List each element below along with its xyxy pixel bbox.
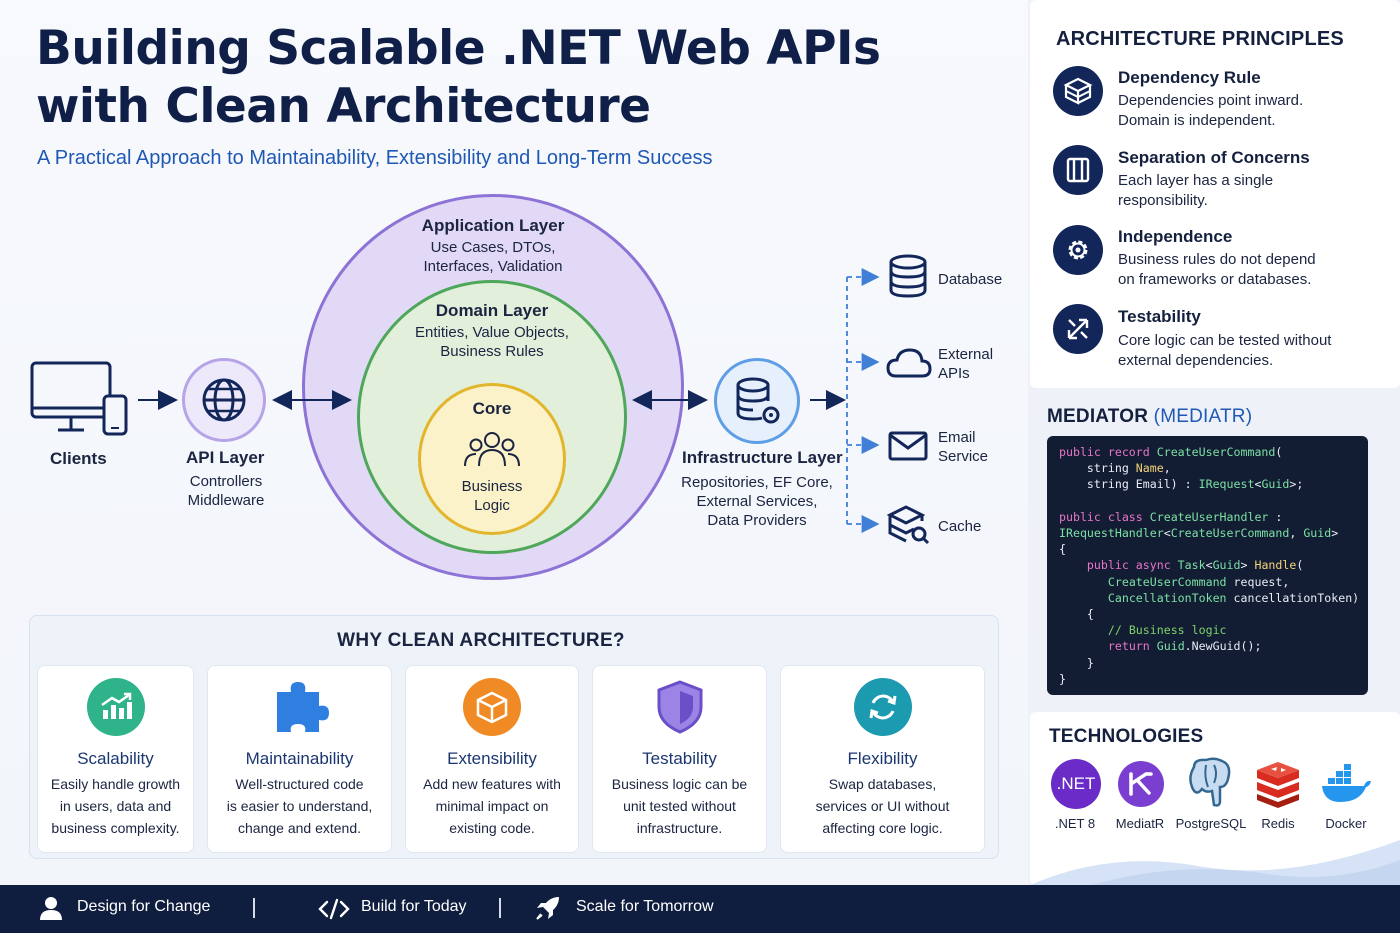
principle-title: Testability <box>1118 307 1201 326</box>
api-layer-title: API Layer <box>186 448 265 467</box>
core-circle <box>418 383 566 535</box>
principle-title: Separation of Concerns <box>1118 148 1310 167</box>
tech-label: PostgreSQL <box>1175 816 1247 831</box>
database-gear-icon <box>736 377 780 424</box>
tech-label: .NET 8 <box>1054 816 1096 831</box>
devices-icon <box>30 361 128 436</box>
envelope-icon <box>888 431 928 461</box>
domain-layer-text: Domain Layer Entities, Value Objects, Bu… <box>415 301 569 360</box>
users-icon <box>464 432 520 467</box>
tech-label: Redis <box>1261 816 1295 831</box>
footer-item-design: Design for Change <box>77 898 211 915</box>
cloud-icon <box>886 348 932 378</box>
arrows-icon <box>1053 304 1103 354</box>
why-title: WHY CLEAN ARCHITECTURE? <box>337 630 625 651</box>
columns-icon <box>1053 145 1103 195</box>
infrastructure-layer-title: Infrastructure Layer <box>682 448 843 467</box>
cache-label: Cache <box>938 518 982 535</box>
person-icon <box>40 897 62 920</box>
puzzle-icon <box>271 678 329 736</box>
cache-icon <box>886 505 930 545</box>
application-layer-text: Application Layer Use Cases, DTOs, Inter… <box>421 216 565 275</box>
tech-label: MediatR <box>1115 816 1165 831</box>
footer-separator <box>499 898 501 918</box>
api-layer-desc: Controllers Middleware <box>187 473 265 509</box>
shield-icon <box>651 678 709 736</box>
code-icon <box>318 898 350 920</box>
page-title: Building Scalable .NET Web APIs with Cle… <box>36 21 881 134</box>
external-apis-label: External APIs <box>938 346 994 382</box>
technologies-heading: TECHNOLOGIES <box>1049 726 1204 747</box>
database-icon <box>889 254 927 298</box>
refresh-icon <box>853 678 912 736</box>
card-title: Flexibility <box>847 749 918 768</box>
tech-label: Docker <box>1325 816 1367 831</box>
footer-separator <box>253 898 255 918</box>
card-title: Testability <box>642 749 717 768</box>
card-title: Extensibility <box>447 749 537 768</box>
growth-chart-icon <box>86 678 145 736</box>
card-title: Scalability <box>77 749 154 768</box>
principle-title: Dependency Rule <box>1118 68 1261 87</box>
box-icon <box>463 678 521 736</box>
dotnet-icon: .NET <box>1050 758 1102 810</box>
footer-item-scale: Scale for Tomorrow <box>576 898 714 915</box>
mediator-code-block: public record CreateUserCommand( string … <box>1047 436 1368 695</box>
principle-desc: Dependencies point inward.Domain is inde… <box>1118 92 1304 129</box>
principles-heading: ARCHITECTURE PRINCIPLES <box>1056 28 1344 50</box>
infrastructure-layer-desc: Repositories, EF Core, External Services… <box>681 474 833 529</box>
core-text: Core <box>472 399 512 418</box>
globe-icon <box>202 378 246 422</box>
clients-label: Clients <box>50 449 107 468</box>
card-title: Maintainability <box>245 749 354 768</box>
database-label: Database <box>938 271 1003 288</box>
mediatr-icon <box>1115 758 1167 810</box>
email-service-label: Email Service <box>938 429 989 465</box>
core-desc: Business Logic <box>461 478 523 514</box>
gear-icon <box>1053 225 1103 275</box>
api-layer-node <box>182 358 266 442</box>
layers-cube-icon <box>1053 66 1103 116</box>
decorative-wave <box>1028 840 1400 886</box>
postgresql-icon <box>1183 757 1235 810</box>
card-flexibility: Flexibility Swap databases,services or U… <box>780 665 985 853</box>
principle-title: Independence <box>1118 227 1233 246</box>
page-subtitle: A Practical Approach to Maintainability,… <box>37 147 713 169</box>
docker-icon <box>1320 758 1372 810</box>
footer-item-build: Build for Today <box>361 898 467 915</box>
infrastructure-layer-node <box>714 358 800 444</box>
redis-icon <box>1252 758 1304 810</box>
rocket-icon <box>536 897 559 920</box>
diagram-arrows <box>138 268 880 533</box>
mediator-heading: MEDIATOR (MEDIATR) <box>1047 406 1253 427</box>
footer-bar <box>0 885 1400 933</box>
